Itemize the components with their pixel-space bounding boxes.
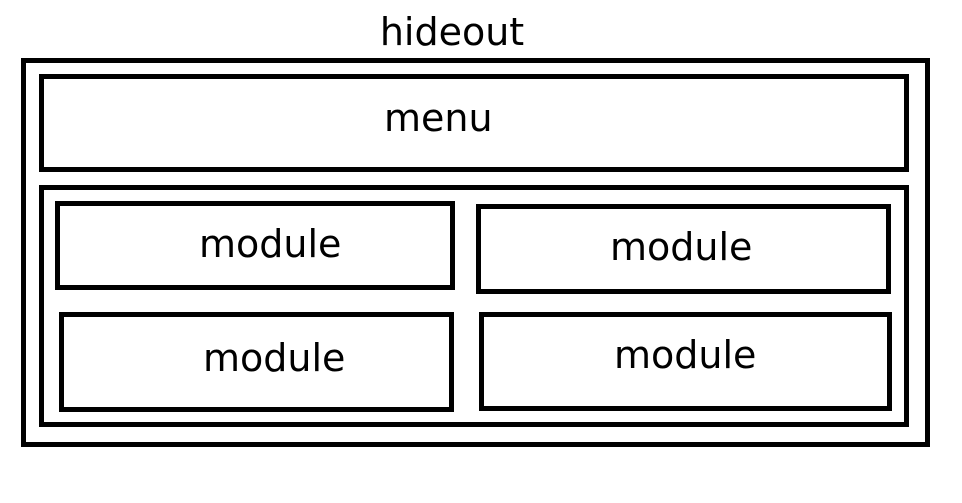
module-label-top-right: module: [610, 225, 753, 269]
menu-label: menu: [384, 96, 493, 140]
module-label-bottom-right: module: [614, 333, 757, 377]
module-box-top-left: [55, 201, 455, 290]
module-label-top-left: module: [199, 222, 342, 266]
module-label-bottom-left: module: [203, 336, 346, 380]
module-box-bottom-right: [479, 312, 892, 411]
menu-box: [39, 74, 909, 172]
module-box-bottom-left: [59, 312, 454, 412]
module-box-top-right: [476, 204, 891, 294]
hideout-label: hideout: [379, 10, 525, 54]
